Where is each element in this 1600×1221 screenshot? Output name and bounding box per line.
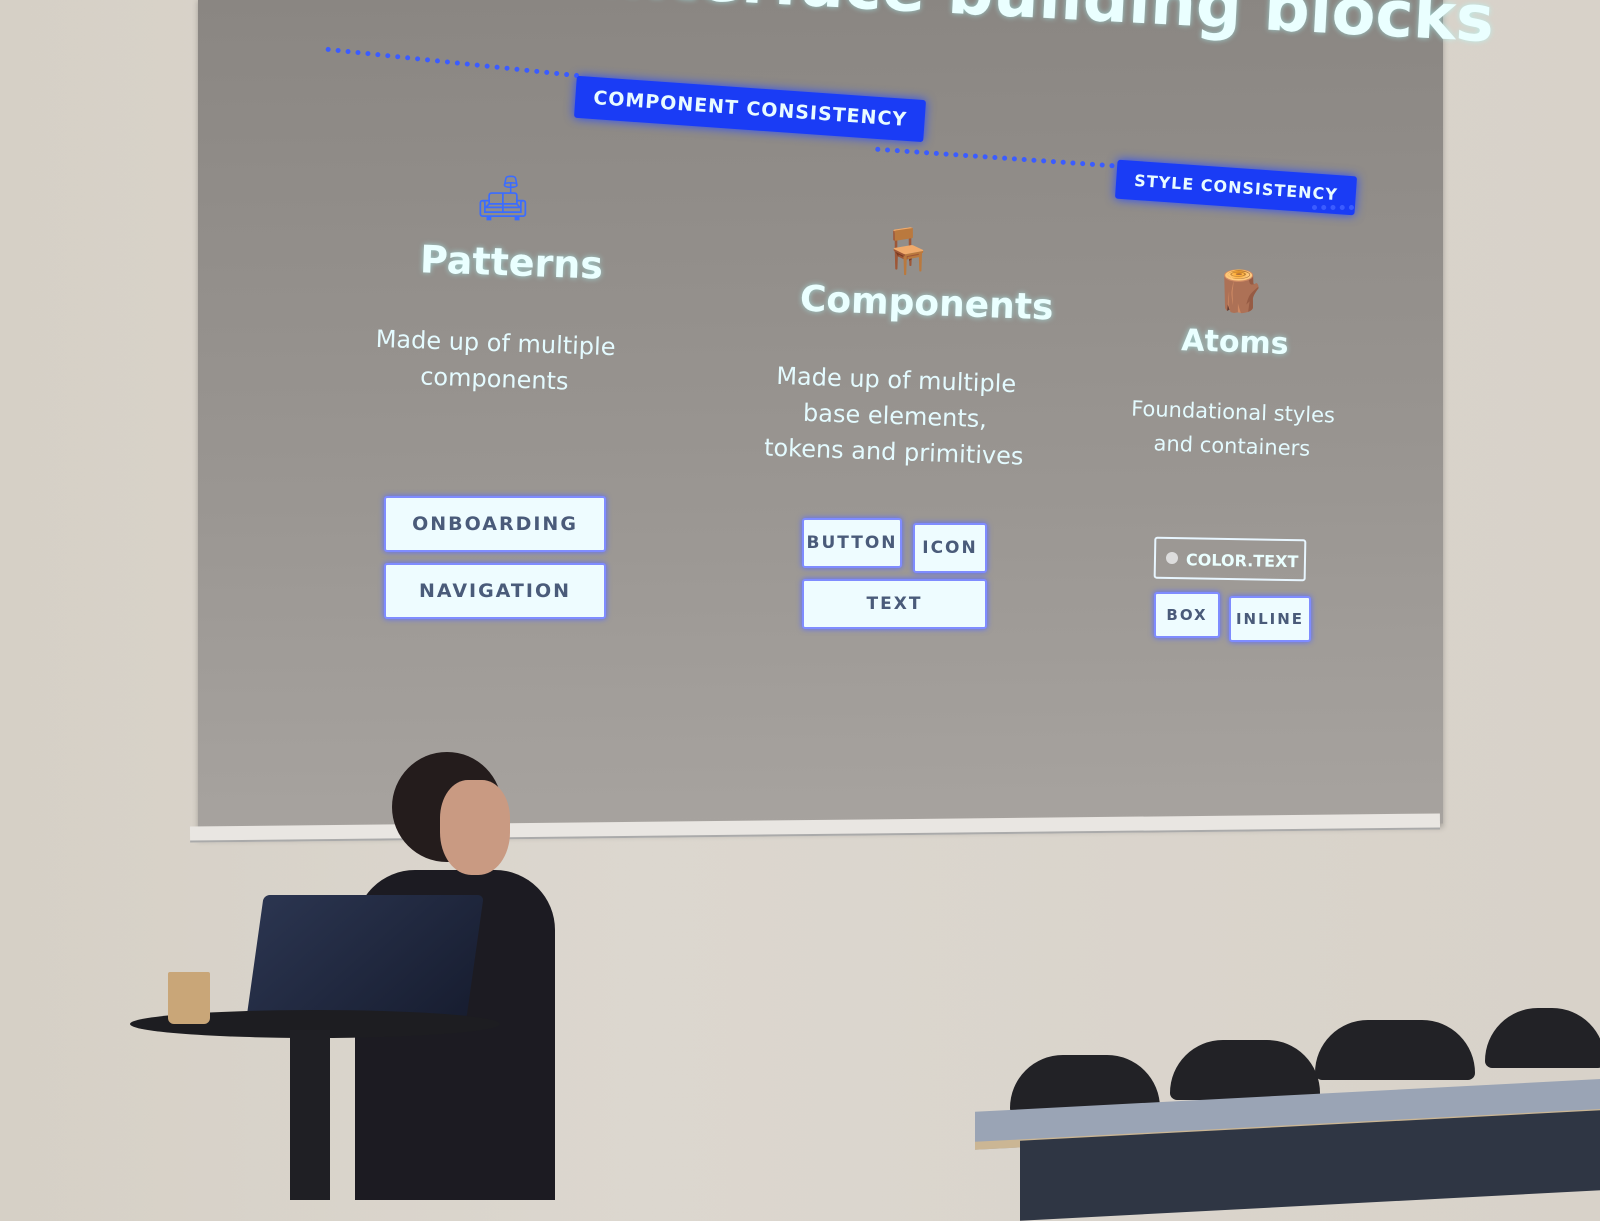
- chair: [1170, 1040, 1320, 1100]
- chair-icon: 🪑: [880, 226, 935, 277]
- components-heading: Components: [799, 278, 1055, 329]
- chip-onboarding: ONBOARDING: [384, 496, 606, 552]
- timeline-dots: [1312, 205, 1354, 210]
- sofa-icon: 🛋: [475, 173, 531, 224]
- chip-inline: INLINE: [1229, 596, 1311, 642]
- chip-navigation: NAVIGATION: [384, 563, 606, 619]
- atoms-description: Foundational styles and containers: [1130, 396, 1336, 461]
- chip-box: BOX: [1154, 592, 1220, 638]
- chair: [1485, 1008, 1600, 1068]
- color-dot-icon: [1166, 552, 1178, 564]
- wood-log-icon: 🪵: [1215, 269, 1265, 315]
- coffee-cup: [168, 972, 210, 1024]
- components-description: Made up of multiple base elements, token…: [763, 361, 1024, 471]
- podium-pole: [290, 1030, 330, 1200]
- chair: [1315, 1020, 1475, 1080]
- chip-button: BUTTON: [802, 518, 902, 568]
- laptop: [246, 895, 484, 1020]
- chip-icon: ICON: [913, 523, 987, 573]
- atoms-heading: Atoms: [1180, 323, 1290, 362]
- patterns-heading: Patterns: [419, 237, 604, 288]
- patterns-description: Made up of multiple components: [375, 324, 616, 396]
- chip-text: TEXT: [802, 579, 987, 629]
- speaker-face: [440, 780, 510, 875]
